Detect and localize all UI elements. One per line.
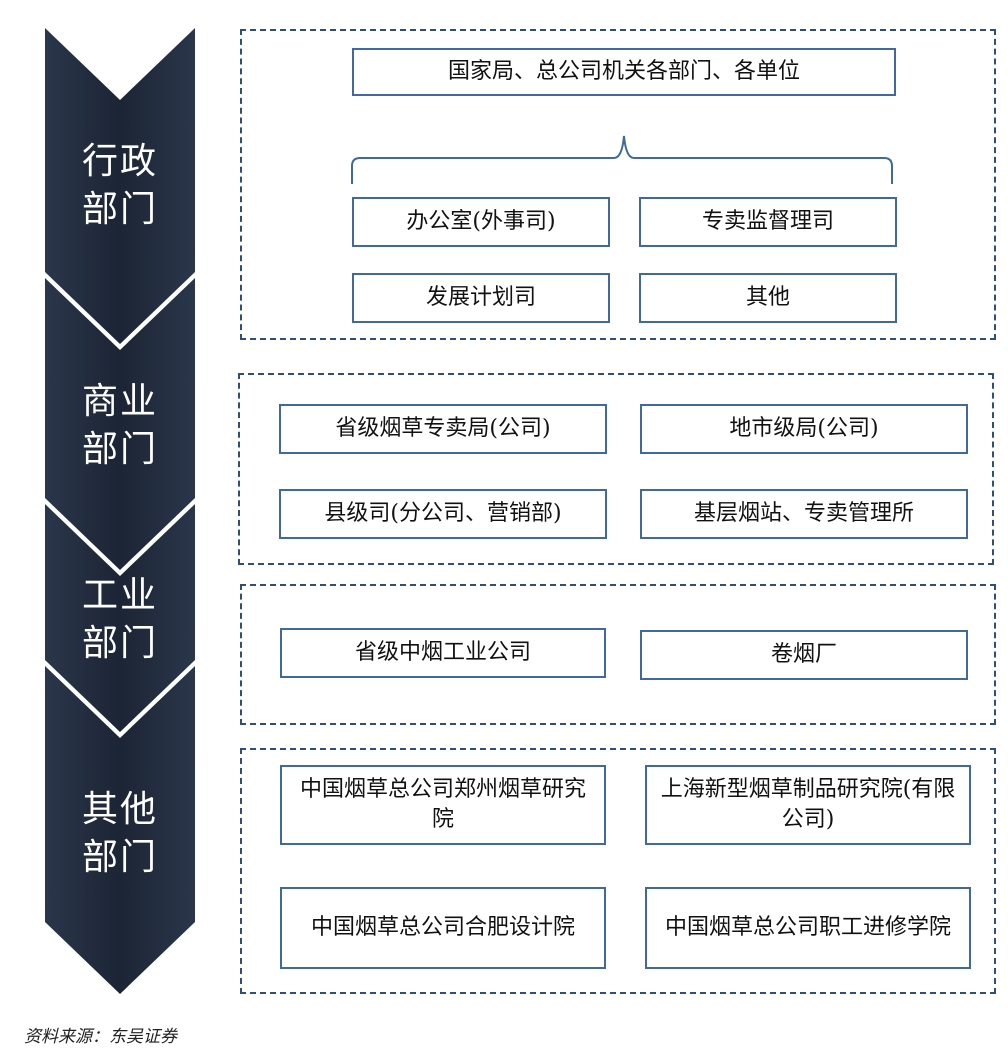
- box-commerce-4: 基层烟站、专卖管理所: [640, 489, 968, 539]
- group-commerce: [238, 373, 994, 565]
- group-other: [240, 748, 996, 994]
- box-admin-2: 专卖监督理司: [639, 197, 897, 247]
- section-label-commerce: 商业 部门: [45, 378, 195, 474]
- box-commerce-1: 省级烟草专卖局(公司): [279, 404, 607, 454]
- box-admin-1: 办公室(外事司): [352, 197, 610, 247]
- label-line: 部门: [81, 429, 158, 470]
- label-line: 部门: [81, 189, 158, 230]
- box-other-2: 上海新型烟草制品研究院(有限公司): [645, 765, 971, 845]
- box-top-admin: 国家局、总公司机关各部门、各单位: [352, 48, 896, 96]
- box-admin-3: 发展计划司: [352, 273, 610, 323]
- section-label-industry: 工业 部门: [45, 572, 195, 668]
- chevron-industry: [45, 504, 195, 732]
- chevron-admin: [45, 28, 195, 344]
- box-other-4: 中国烟草总公司职工进修学院: [645, 887, 971, 969]
- chevron-other: [45, 666, 195, 994]
- group-admin: [240, 29, 996, 340]
- label-line: 行政: [81, 141, 158, 182]
- chevron-commerce: [45, 278, 195, 570]
- section-label-other: 其他 部门: [45, 786, 195, 882]
- section-label-admin: 行政 部门: [45, 138, 195, 234]
- source-note: 资料来源：东吴证券: [24, 1027, 177, 1047]
- label-line: 工业: [81, 575, 158, 616]
- box-admin-4: 其他: [639, 273, 897, 323]
- label-line: 商业: [81, 381, 158, 422]
- box-other-3: 中国烟草总公司合肥设计院: [280, 887, 606, 969]
- box-other-1: 中国烟草总公司郑州烟草研究院: [280, 765, 606, 845]
- label-line: 其他: [81, 789, 158, 830]
- box-commerce-2: 地市级局(公司): [640, 404, 968, 454]
- box-commerce-3: 县级司(分公司、营销部): [279, 489, 607, 539]
- box-industry-1: 省级中烟工业公司: [280, 628, 606, 678]
- label-line: 部门: [81, 837, 158, 878]
- group-industry: [240, 584, 996, 725]
- box-industry-2: 卷烟厂: [640, 630, 968, 680]
- label-line: 部门: [81, 623, 158, 664]
